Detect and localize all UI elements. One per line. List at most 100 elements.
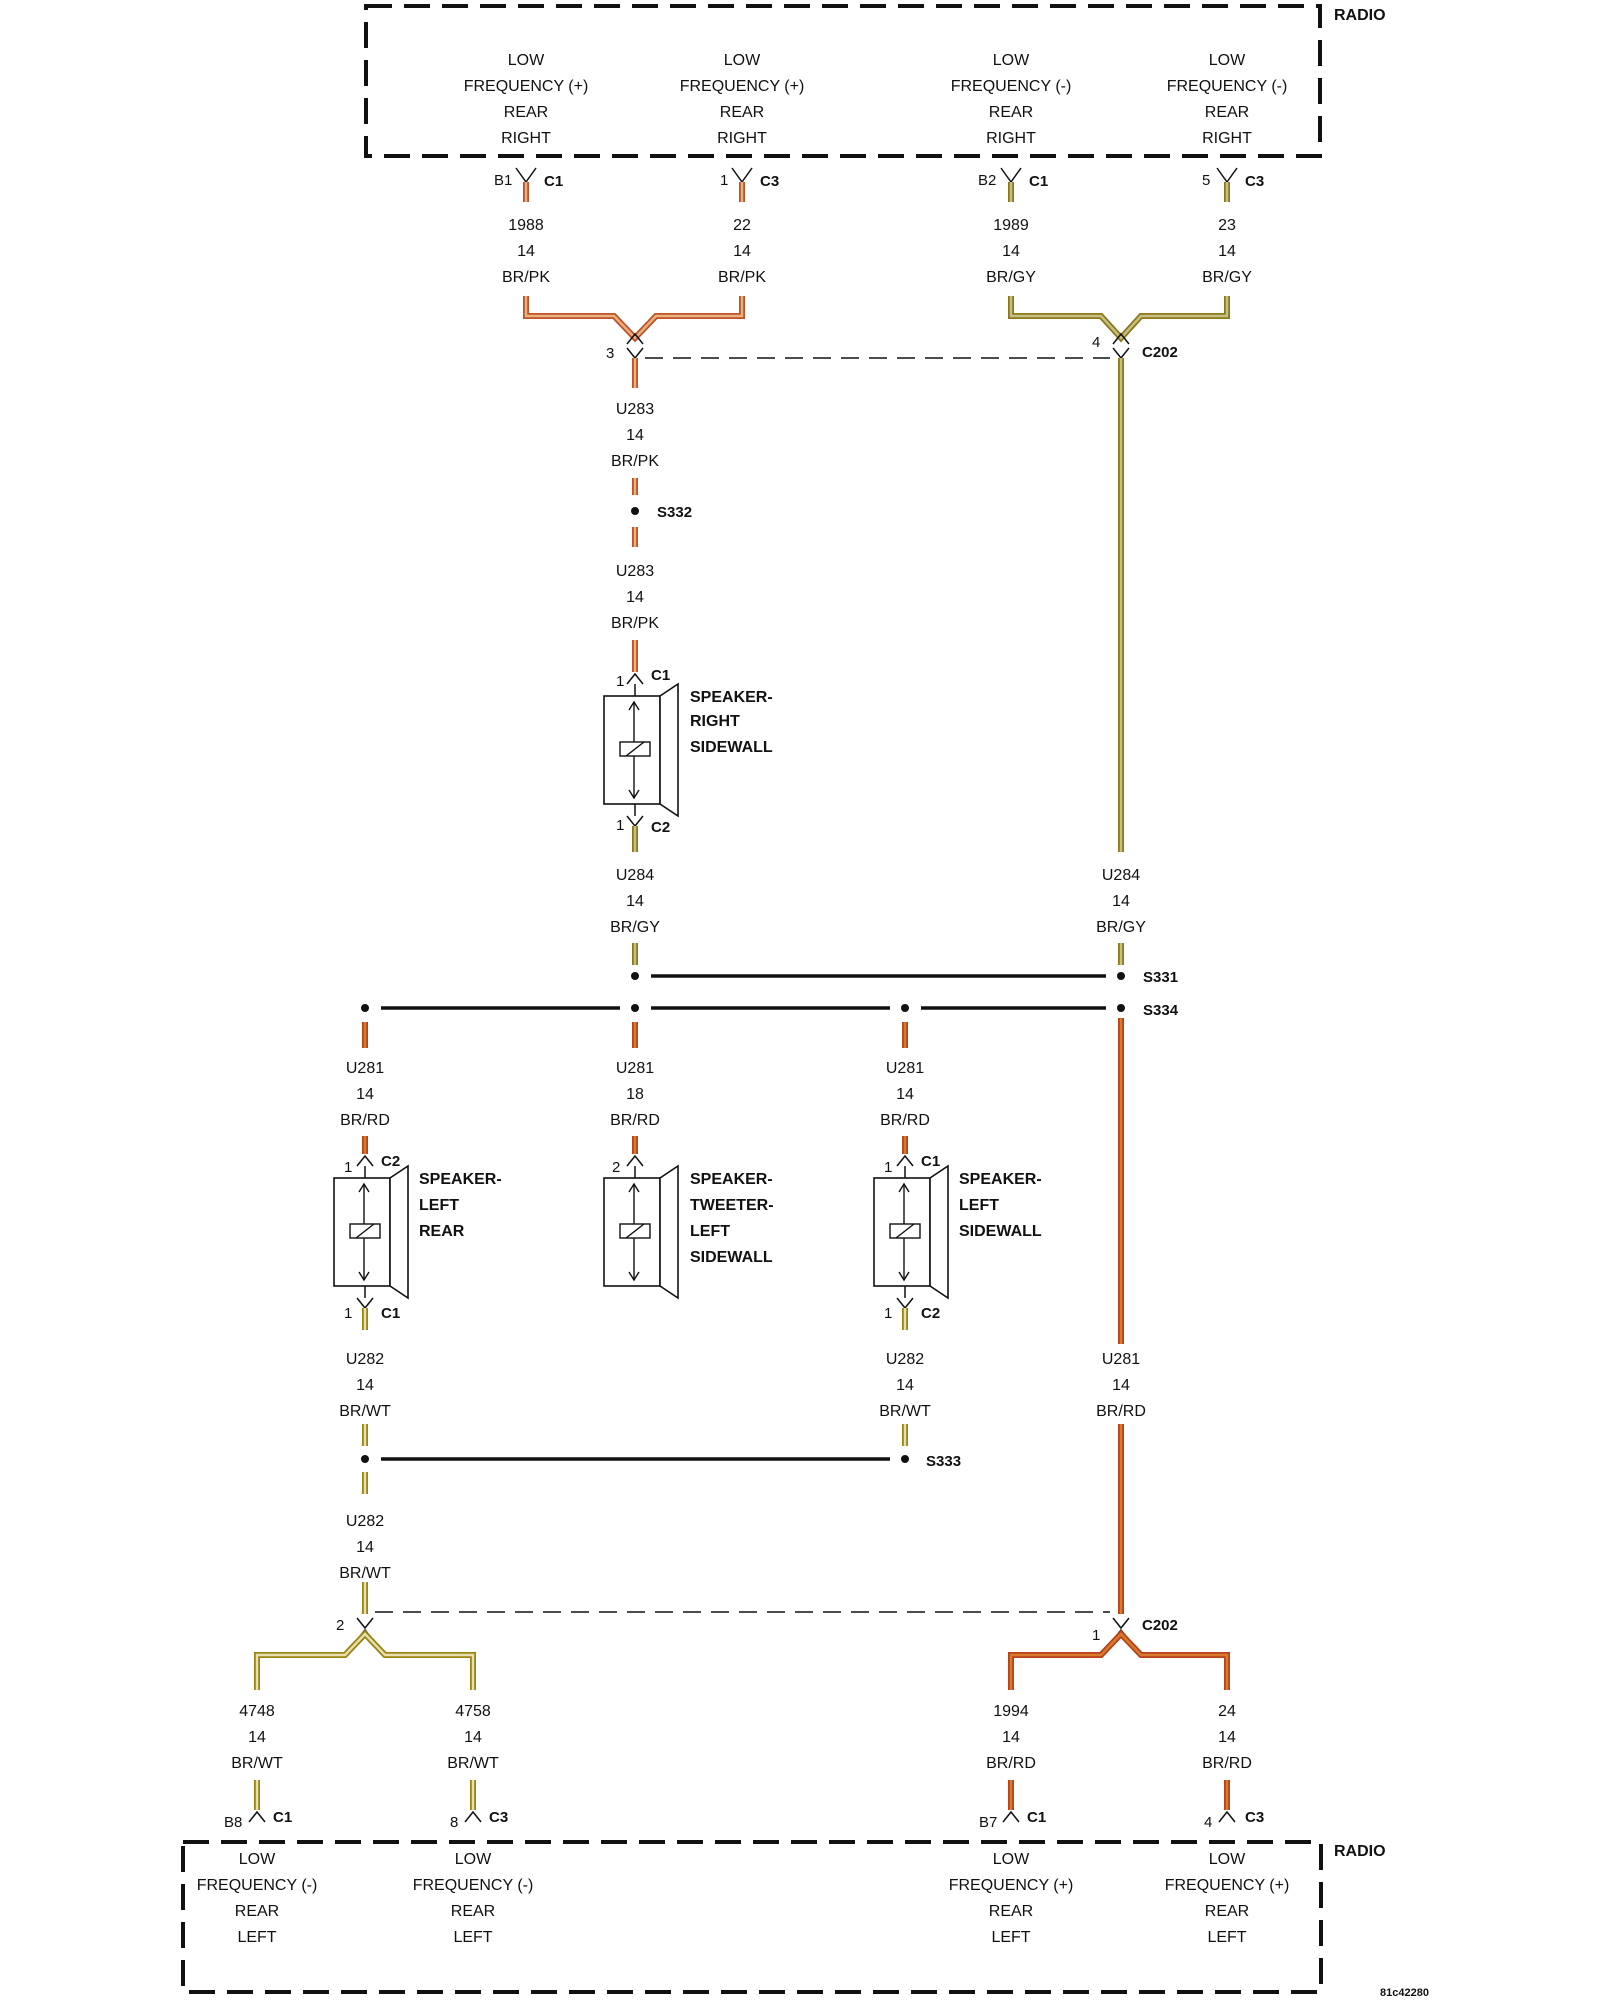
circuit-number: U282: [886, 1351, 924, 1368]
terminal-label-line: LEFT: [453, 1929, 492, 1946]
circuit-number: U284: [1102, 867, 1140, 884]
wire-gauge: 14: [1112, 893, 1130, 910]
terminal-label-line: REAR: [451, 1903, 495, 1920]
c202-pin-1: 1: [1092, 1627, 1100, 1644]
speaker-label-line: LEFT: [959, 1197, 999, 1214]
connector-id: C2: [381, 1153, 400, 1170]
connector-id: C1: [1027, 1809, 1046, 1826]
bottom-pin-4-c3: 4 C3: [1204, 1809, 1264, 1831]
wire-gauge: 14: [356, 1539, 374, 1556]
wire-u282-stubs: [362, 1308, 908, 1614]
terminal-label-line: FREQUENCY (-): [413, 1877, 534, 1894]
wire-color: BR/RD: [1202, 1755, 1252, 1772]
speaker-tweeter-left-sidewall: 2 SPEAKER- TWEETER- LEFT SIDEWALL: [603, 1154, 774, 1299]
terminal-label-line: REAR: [504, 104, 548, 121]
splice-s334: S334: [361, 1002, 1179, 1019]
terminal-label-line: FREQUENCY (-): [1167, 78, 1288, 95]
pin-number: 1: [884, 1305, 892, 1322]
wire-label-u282-sidewall: U282 14 BR/WT: [879, 1351, 931, 1420]
c202-pin-4: 4: [1092, 334, 1100, 351]
speaker-label-line: SPEAKER-: [690, 1171, 773, 1188]
splice-label: S332: [657, 504, 692, 521]
connector-id: C1: [381, 1305, 400, 1322]
c202-bottom-connector: 2 1 C202: [336, 1611, 1178, 1644]
bottom-radio-box: [181, 1840, 1323, 1994]
c202-top-connector: 3 4 C202: [606, 332, 1178, 362]
wire-color: BR/RD: [880, 1112, 930, 1129]
speaker-left-rear: 1 C2 1 C1 SPEAKER- LEFT REAR: [333, 1153, 502, 1322]
pin-number: B1: [494, 172, 512, 189]
wire-color: BR/WT: [879, 1403, 931, 1420]
wire-color: BR/GY: [1202, 269, 1252, 286]
terminal-label-line: RIGHT: [501, 130, 551, 147]
circuit-number: U282: [346, 1513, 384, 1530]
wire-color: BR/RD: [1096, 1403, 1146, 1420]
wire-label-24: 24 14 BR/RD: [1202, 1703, 1252, 1772]
wire-label-u282-rear: U282 14 BR/WT: [339, 1351, 391, 1420]
terminal-label-line: LOW: [993, 52, 1030, 69]
speaker-left-sidewall: 1 C1 1 C2 SPEAKER- LEFT SIDEWALL: [873, 1153, 1042, 1322]
terminal-label-line: LOW: [724, 52, 761, 69]
wire-gauge: 14: [248, 1729, 266, 1746]
pin-number: 2: [612, 1159, 620, 1176]
wire-gauge: 14: [356, 1377, 374, 1394]
circuit-number: U281: [886, 1060, 924, 1077]
terminal-label-line: REAR: [1205, 1903, 1249, 1920]
speaker-label-line: TWEETER-: [690, 1197, 774, 1214]
c202-pin-2: 2: [336, 1617, 344, 1634]
wire-u281-drops: [362, 1022, 908, 1154]
speaker-label-line: SIDEWALL: [690, 1249, 773, 1266]
splice-label: S331: [1143, 969, 1178, 986]
c202-bottom-label: C202: [1142, 1617, 1178, 1634]
connector-id: C1: [651, 667, 670, 684]
wire-color: BR/GY: [610, 919, 660, 936]
wire-label-u282-low: U282 14 BR/WT: [339, 1513, 391, 1582]
circuit-number: 23: [1218, 217, 1236, 234]
pin-number: 1: [616, 817, 624, 834]
wire-color: BR/GY: [986, 269, 1036, 286]
circuit-number: U281: [616, 1060, 654, 1077]
wire-color: BR/RD: [340, 1112, 390, 1129]
terminal-label-line: FREQUENCY (+): [680, 78, 805, 95]
terminal-label-line: FREQUENCY (+): [464, 78, 589, 95]
circuit-number: U283: [616, 401, 654, 418]
top-radio-box: [364, 4, 1322, 158]
terminal-label-line: LOW: [1209, 52, 1246, 69]
connector-id: C1: [273, 1809, 292, 1826]
connector-id: C3: [489, 1809, 508, 1826]
circuit-number: U284: [616, 867, 654, 884]
pin-number: 1: [884, 1159, 892, 1176]
terminal-label-line: LOW: [1209, 1851, 1246, 1868]
speaker-label-line: RIGHT: [690, 713, 740, 730]
bottom-radio-terminal-1: LOW FREQUENCY (-) REAR LEFT: [197, 1851, 318, 1946]
top-radio-terminal-4: LOW FREQUENCY (-) REAR RIGHT: [1167, 52, 1288, 147]
splice-s333: S333: [361, 1453, 961, 1470]
terminal-label-line: LOW: [455, 1851, 492, 1868]
circuit-number: U281: [346, 1060, 384, 1077]
wire-color: BR/WT: [339, 1403, 391, 1420]
terminal-label-line: LEFT: [237, 1929, 276, 1946]
pin-number: 8: [450, 1814, 458, 1831]
wire-br-rd-split: [1008, 1629, 1230, 1690]
wire-label-1989: 1989 14 BR/GY: [986, 217, 1036, 286]
pin-number: B8: [224, 1814, 242, 1831]
circuit-number: 22: [733, 217, 751, 234]
terminal-label-line: FREQUENCY (+): [1165, 1877, 1290, 1894]
wire-color: BR/GY: [1096, 919, 1146, 936]
diagram-id: 81c42280: [1380, 1987, 1429, 1999]
wire-label-4748: 4748 14 BR/WT: [231, 1703, 283, 1772]
wire-gauge: 14: [1002, 1729, 1020, 1746]
wire-color: BR/PK: [611, 615, 659, 632]
splice-s331: S331: [631, 969, 1178, 986]
top-pin-1-c3: 1 C3: [720, 167, 779, 190]
wire-color: BR/WT: [339, 1565, 391, 1582]
wire-label-u281-tweeter: U281 18 BR/RD: [610, 1060, 660, 1129]
connector-id: C1: [544, 173, 563, 190]
terminal-label-line: REAR: [235, 1903, 279, 1920]
connector-id: C2: [921, 1305, 940, 1322]
circuit-number: U283: [616, 563, 654, 580]
connector-id: C3: [760, 173, 779, 190]
wire-gauge: 14: [356, 1086, 374, 1103]
wire-color: BR/RD: [610, 1112, 660, 1129]
